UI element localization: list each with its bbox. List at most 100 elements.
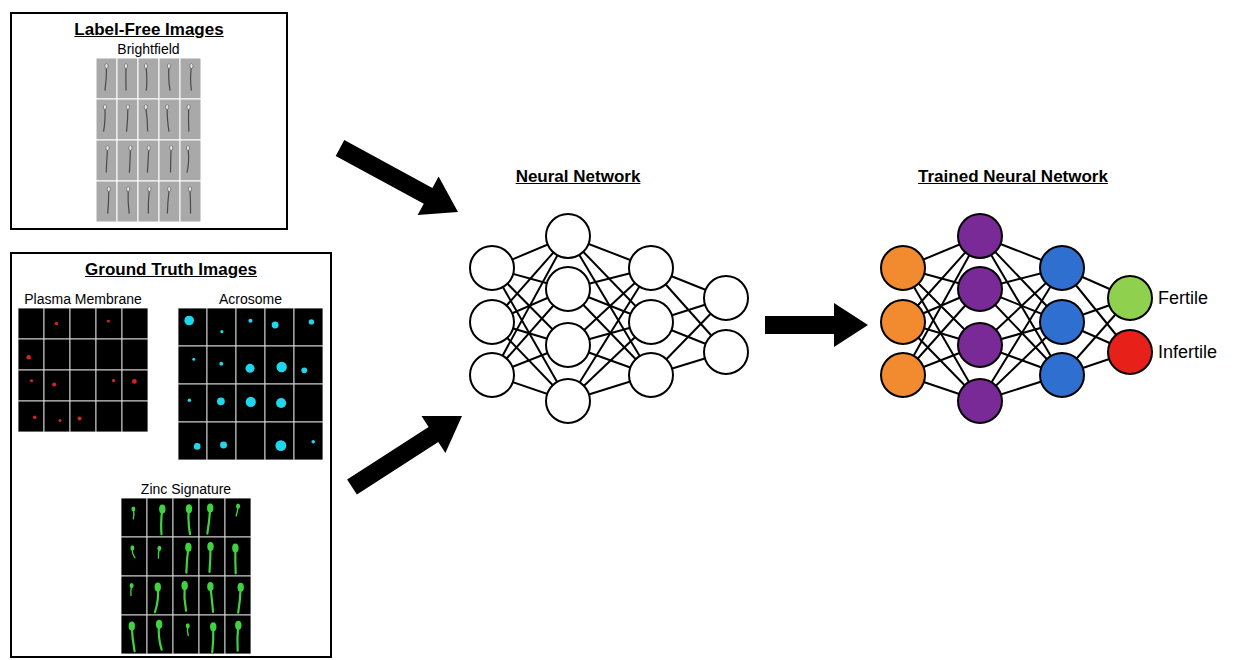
image-cell [117, 99, 138, 140]
acrosome-signal [301, 367, 307, 373]
image-cell [147, 537, 173, 576]
sperm-head [187, 105, 190, 110]
zinc-head [207, 542, 213, 551]
membrane-signal [30, 379, 33, 382]
membrane-signal [112, 379, 115, 382]
acrosome-signal [184, 316, 194, 326]
sperm-cell [169, 66, 170, 91]
image-cell [70, 308, 96, 339]
network-title: Trained Neural Network [893, 166, 1133, 188]
sperm-cell [145, 66, 147, 91]
image-cell [117, 58, 138, 99]
acrosome-signal [246, 397, 256, 407]
image-cell [180, 140, 201, 181]
image-cell [180, 181, 201, 222]
image-cell [207, 422, 236, 460]
image-cell [70, 370, 96, 401]
image-cell [225, 498, 251, 537]
image-cell [96, 401, 122, 432]
image-grid: Zinc Signature [121, 480, 251, 654]
image-cell [207, 308, 236, 346]
sperm-head [166, 105, 169, 110]
image-cell [44, 401, 70, 432]
image-cell [138, 99, 159, 140]
zinc-head [131, 506, 135, 511]
zinc-head [237, 583, 243, 592]
sperm-cell [129, 148, 130, 173]
panel-title: Label-Free Images [12, 20, 286, 40]
acrosome-signal [188, 398, 192, 402]
neuron [1108, 276, 1152, 320]
sperm-head [144, 64, 147, 69]
image-cell [173, 537, 199, 576]
acrosome-signal [248, 319, 252, 323]
membrane-signal [58, 419, 61, 422]
sperm-head [124, 64, 127, 69]
image-cell [18, 339, 44, 370]
sperm-cell [104, 107, 106, 132]
image-cell [173, 498, 199, 537]
image-cell [294, 422, 323, 460]
acrosome-signal [220, 330, 223, 333]
image-cell [44, 370, 70, 401]
image-panel: Label-Free ImagesBrightfield [10, 12, 288, 230]
sperm-head [168, 187, 171, 192]
sperm-cell [125, 66, 126, 91]
membrane-signal [55, 322, 58, 325]
image-cell [117, 140, 138, 181]
sperm-cell [167, 107, 169, 132]
acrosome-signal [275, 440, 286, 451]
image-cell [70, 339, 96, 370]
grid-label: Brightfield [96, 40, 201, 58]
acrosome-signal [192, 358, 195, 361]
neuron [546, 323, 590, 367]
membrane-signal [52, 382, 56, 386]
image-cell [207, 346, 236, 384]
image-cell [147, 615, 173, 654]
micrograph-grid [121, 498, 251, 654]
neuron [1040, 246, 1084, 290]
image-cell [199, 498, 225, 537]
image-cell [122, 401, 148, 432]
image-cell [236, 308, 265, 346]
image-cell [96, 308, 122, 339]
image-cell [121, 498, 147, 537]
image-cell [44, 339, 70, 370]
image-cell [122, 370, 148, 401]
neuron [629, 246, 673, 290]
zinc-head [181, 581, 187, 590]
output-label: Infertile [1158, 341, 1217, 363]
acrosome-signal [194, 443, 201, 450]
image-cell [294, 346, 323, 384]
neuron [629, 353, 673, 397]
image-panel: Ground Truth ImagesPlasma Membrane Acroso… [10, 252, 332, 658]
network-title: Neural Network [478, 166, 678, 188]
grid-label: Plasma Membrane [18, 290, 148, 308]
sperm-cell [108, 189, 109, 214]
sperm-head [170, 146, 173, 151]
zinc-head [235, 621, 241, 630]
image-cell [199, 537, 225, 576]
acrosome-signal [276, 398, 286, 408]
image-cell [207, 384, 236, 422]
sperm-head [127, 187, 130, 192]
image-cell [180, 58, 201, 99]
sperm-cell [148, 189, 149, 214]
sperm-head [186, 146, 189, 151]
acrosome-signal [272, 322, 279, 329]
image-cell [96, 58, 117, 99]
image-cell [44, 308, 70, 339]
sperm-head [103, 105, 106, 110]
micrograph-grid [96, 58, 201, 222]
image-cell [96, 140, 117, 181]
sperm-cell [188, 107, 190, 132]
zinc-head [207, 504, 213, 513]
grid-label: Acrosome [178, 290, 323, 308]
neuron [958, 267, 1002, 311]
neuron [546, 267, 590, 311]
membrane-signal [107, 320, 110, 323]
panel-title: Ground Truth Images [12, 260, 330, 280]
neuron [629, 300, 673, 344]
image-cell [199, 576, 225, 615]
image-cell [178, 308, 207, 346]
